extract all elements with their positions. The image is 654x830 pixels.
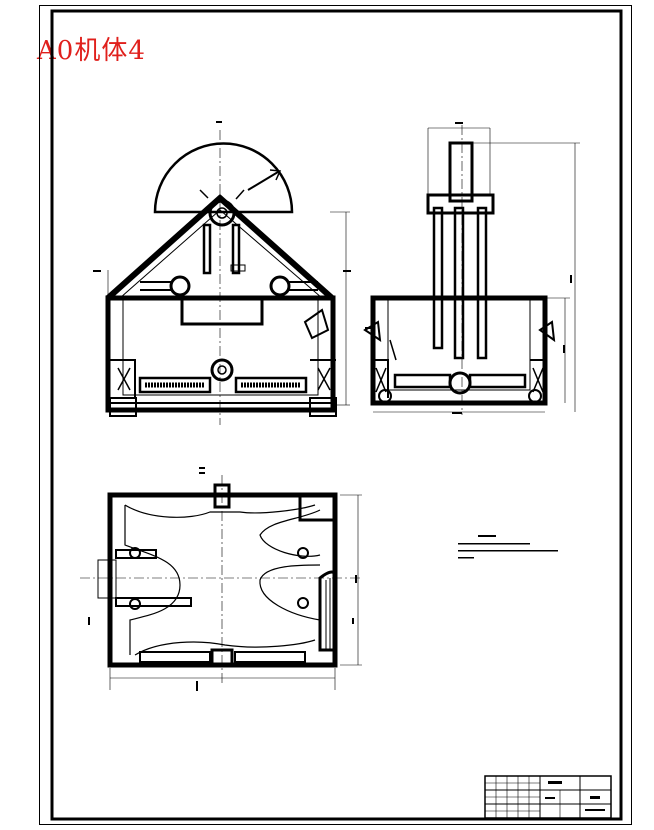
title-block xyxy=(484,775,612,819)
top-view xyxy=(80,475,362,690)
side-view xyxy=(363,125,580,415)
dimension-marks xyxy=(88,121,572,691)
drawing-title: A0机体4 xyxy=(37,36,146,66)
drawing-frame xyxy=(39,5,632,825)
technical-requirements-marks xyxy=(458,535,558,559)
front-view xyxy=(105,130,350,425)
